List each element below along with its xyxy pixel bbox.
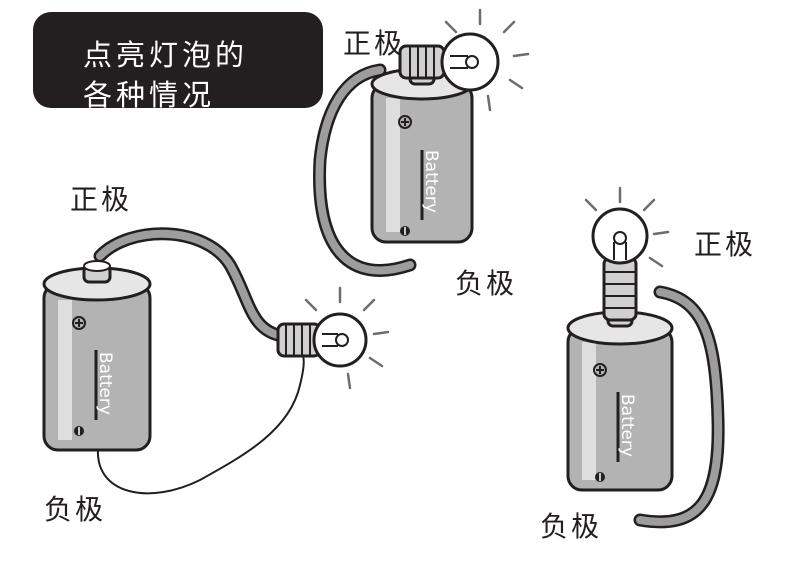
title-line-1: 点亮灯泡的 xyxy=(83,38,249,72)
top-battery-text: Battery xyxy=(421,150,441,213)
left-bulb xyxy=(276,286,390,390)
right-battery-text: Battery xyxy=(617,394,637,457)
right-circuit: Battery xyxy=(566,186,725,529)
left-plus-icon xyxy=(72,316,86,330)
right-plus-icon xyxy=(593,363,607,377)
label-right-negative: 负极 xyxy=(540,510,603,543)
left-wire-negative xyxy=(96,349,305,495)
top-circuit: Battery xyxy=(313,8,530,277)
label-left-positive: 正极 xyxy=(70,183,133,216)
title-box: 点亮灯泡的 各种情况 xyxy=(33,12,323,112)
right-bulb xyxy=(584,186,670,322)
label-left-negative: 负极 xyxy=(44,493,107,526)
title-line-2: 各种情况 xyxy=(83,78,216,112)
label-top-positive: 正极 xyxy=(343,27,406,60)
left-circuit: Battery xyxy=(42,227,390,495)
left-battery-text: Battery xyxy=(95,352,115,415)
top-plus-icon xyxy=(398,115,412,129)
top-bulb xyxy=(398,8,530,112)
label-right-positive: 正极 xyxy=(694,228,757,261)
label-top-negative: 负极 xyxy=(455,267,518,300)
